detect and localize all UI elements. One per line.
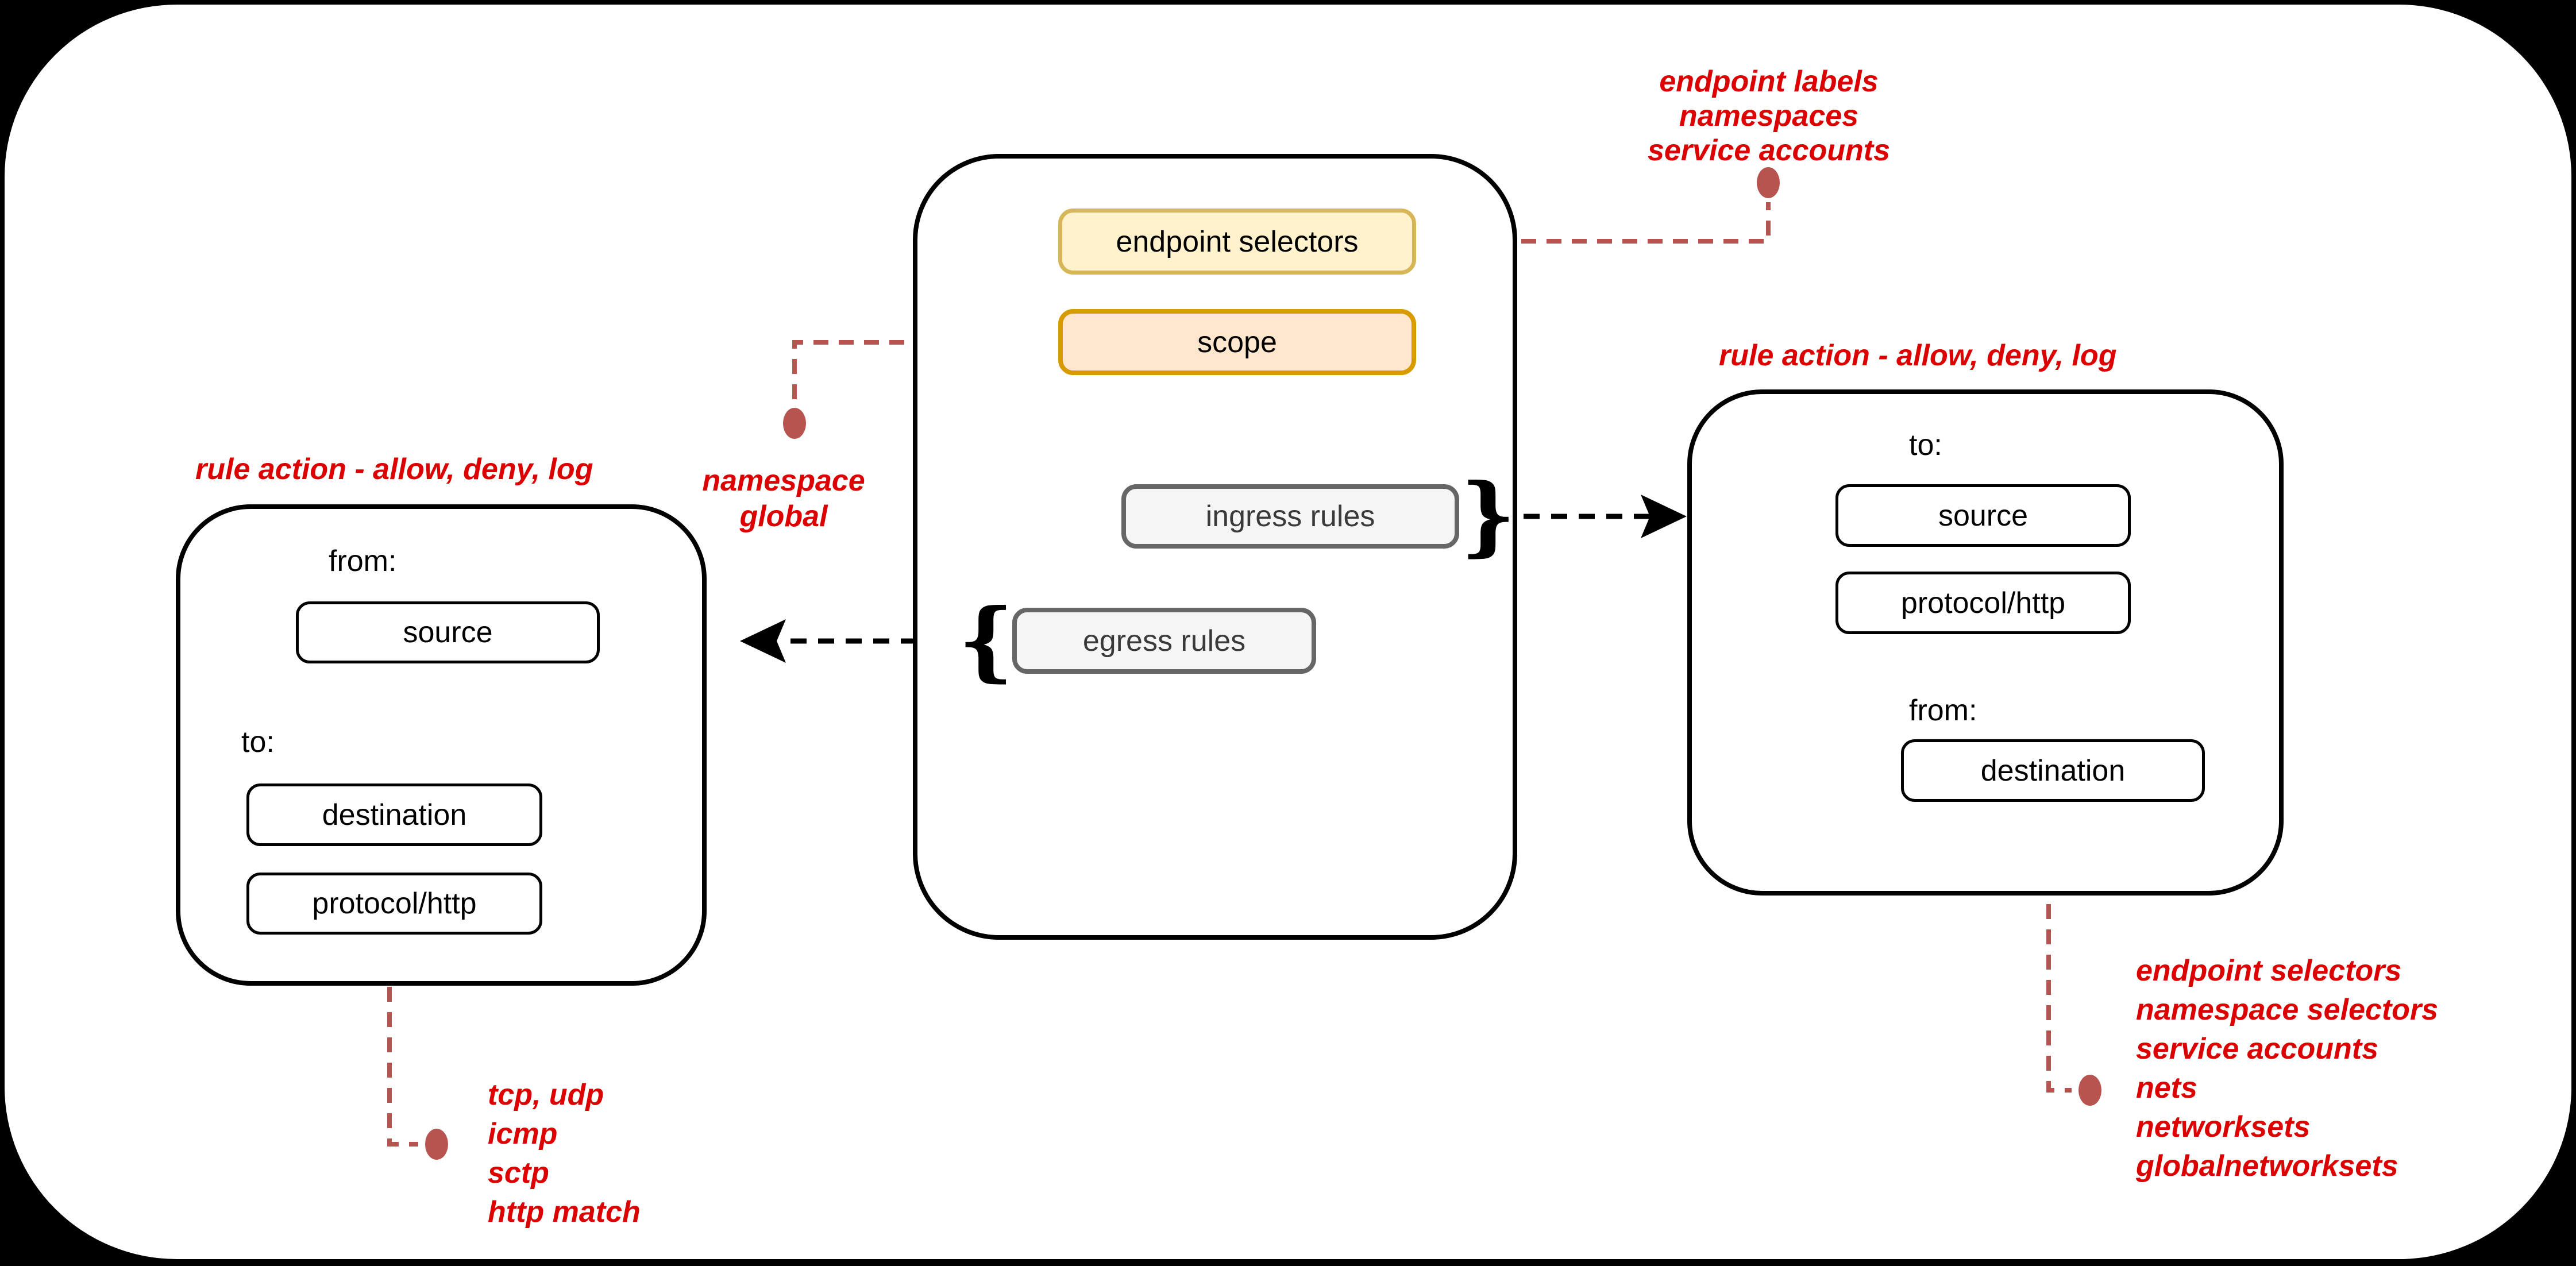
egress-brace: { xyxy=(958,590,1014,691)
ingress-protocol-box: protocol/http xyxy=(1835,572,2131,634)
protocol-note: tcp, udp icmp sctp http match xyxy=(488,1075,641,1232)
egress-rules-box: egress rules xyxy=(1012,608,1316,674)
note-line: sctp xyxy=(488,1156,549,1190)
ingress-rules-box: ingress rules xyxy=(1121,484,1459,549)
egress-source-label: source xyxy=(403,616,493,649)
ingress-source-box: source xyxy=(1835,484,2131,547)
egress-rule-action-title: rule action - allow, deny, log xyxy=(195,453,593,486)
egress-destination-box: destination xyxy=(246,783,542,846)
ingress-source-label: source xyxy=(1938,499,2029,532)
note-line: namespace xyxy=(702,464,865,497)
egress-protocol-label: protocol/http xyxy=(312,887,477,920)
destination-note: endpoint selectors namespace selectors s… xyxy=(2136,951,2438,1186)
ingress-protocol-label: protocol/http xyxy=(1900,586,2066,620)
egress-source-box: source xyxy=(296,601,600,663)
ingress-from-label: from: xyxy=(1909,694,1977,727)
note-line: endpoint selectors xyxy=(2136,954,2402,987)
endpoint-selectors-box: endpoint selectors xyxy=(1058,209,1416,275)
ingress-to-label: to: xyxy=(1909,429,1942,462)
ingress-rule-action-title: rule action - allow, deny, log xyxy=(1719,339,2117,372)
note-line: service accounts xyxy=(1647,134,1891,167)
ingress-destination-label: destination xyxy=(1980,754,2126,788)
egress-from-label: from: xyxy=(329,545,397,578)
endpoint-selectors-label: endpoint selectors xyxy=(1116,225,1359,258)
note-line: namespaces xyxy=(1679,99,1859,133)
note-line: networksets xyxy=(2136,1110,2311,1144)
ingress-destination-box: destination xyxy=(1901,739,2205,802)
note-line: icmp xyxy=(488,1117,558,1151)
note-line: namespace selectors xyxy=(2136,993,2439,1026)
note-line: service accounts xyxy=(2136,1032,2379,1066)
note-line: tcp, udp xyxy=(488,1078,604,1111)
egress-protocol-box: protocol/http xyxy=(246,873,542,935)
ingress-brace: } xyxy=(1460,465,1516,566)
note-line: globalnetworksets xyxy=(2136,1149,2398,1183)
scope-box: scope xyxy=(1058,309,1416,375)
egress-to-label: to: xyxy=(241,725,275,759)
egress-rules-label: egress rules xyxy=(1082,624,1246,658)
note-line: global xyxy=(739,500,828,533)
ingress-rules-label: ingress rules xyxy=(1205,500,1375,533)
scope-note: namespace global xyxy=(697,463,870,534)
note-line: nets xyxy=(2136,1071,2197,1105)
note-line: endpoint labels xyxy=(1659,65,1879,98)
endpoint-selectors-note: endpoint labels namespaces service accou… xyxy=(1622,64,1915,168)
ingress-rule-box xyxy=(1687,389,2284,896)
note-line: http match xyxy=(488,1195,641,1229)
scope-label: scope xyxy=(1197,325,1277,359)
egress-destination-label: destination xyxy=(322,798,467,832)
